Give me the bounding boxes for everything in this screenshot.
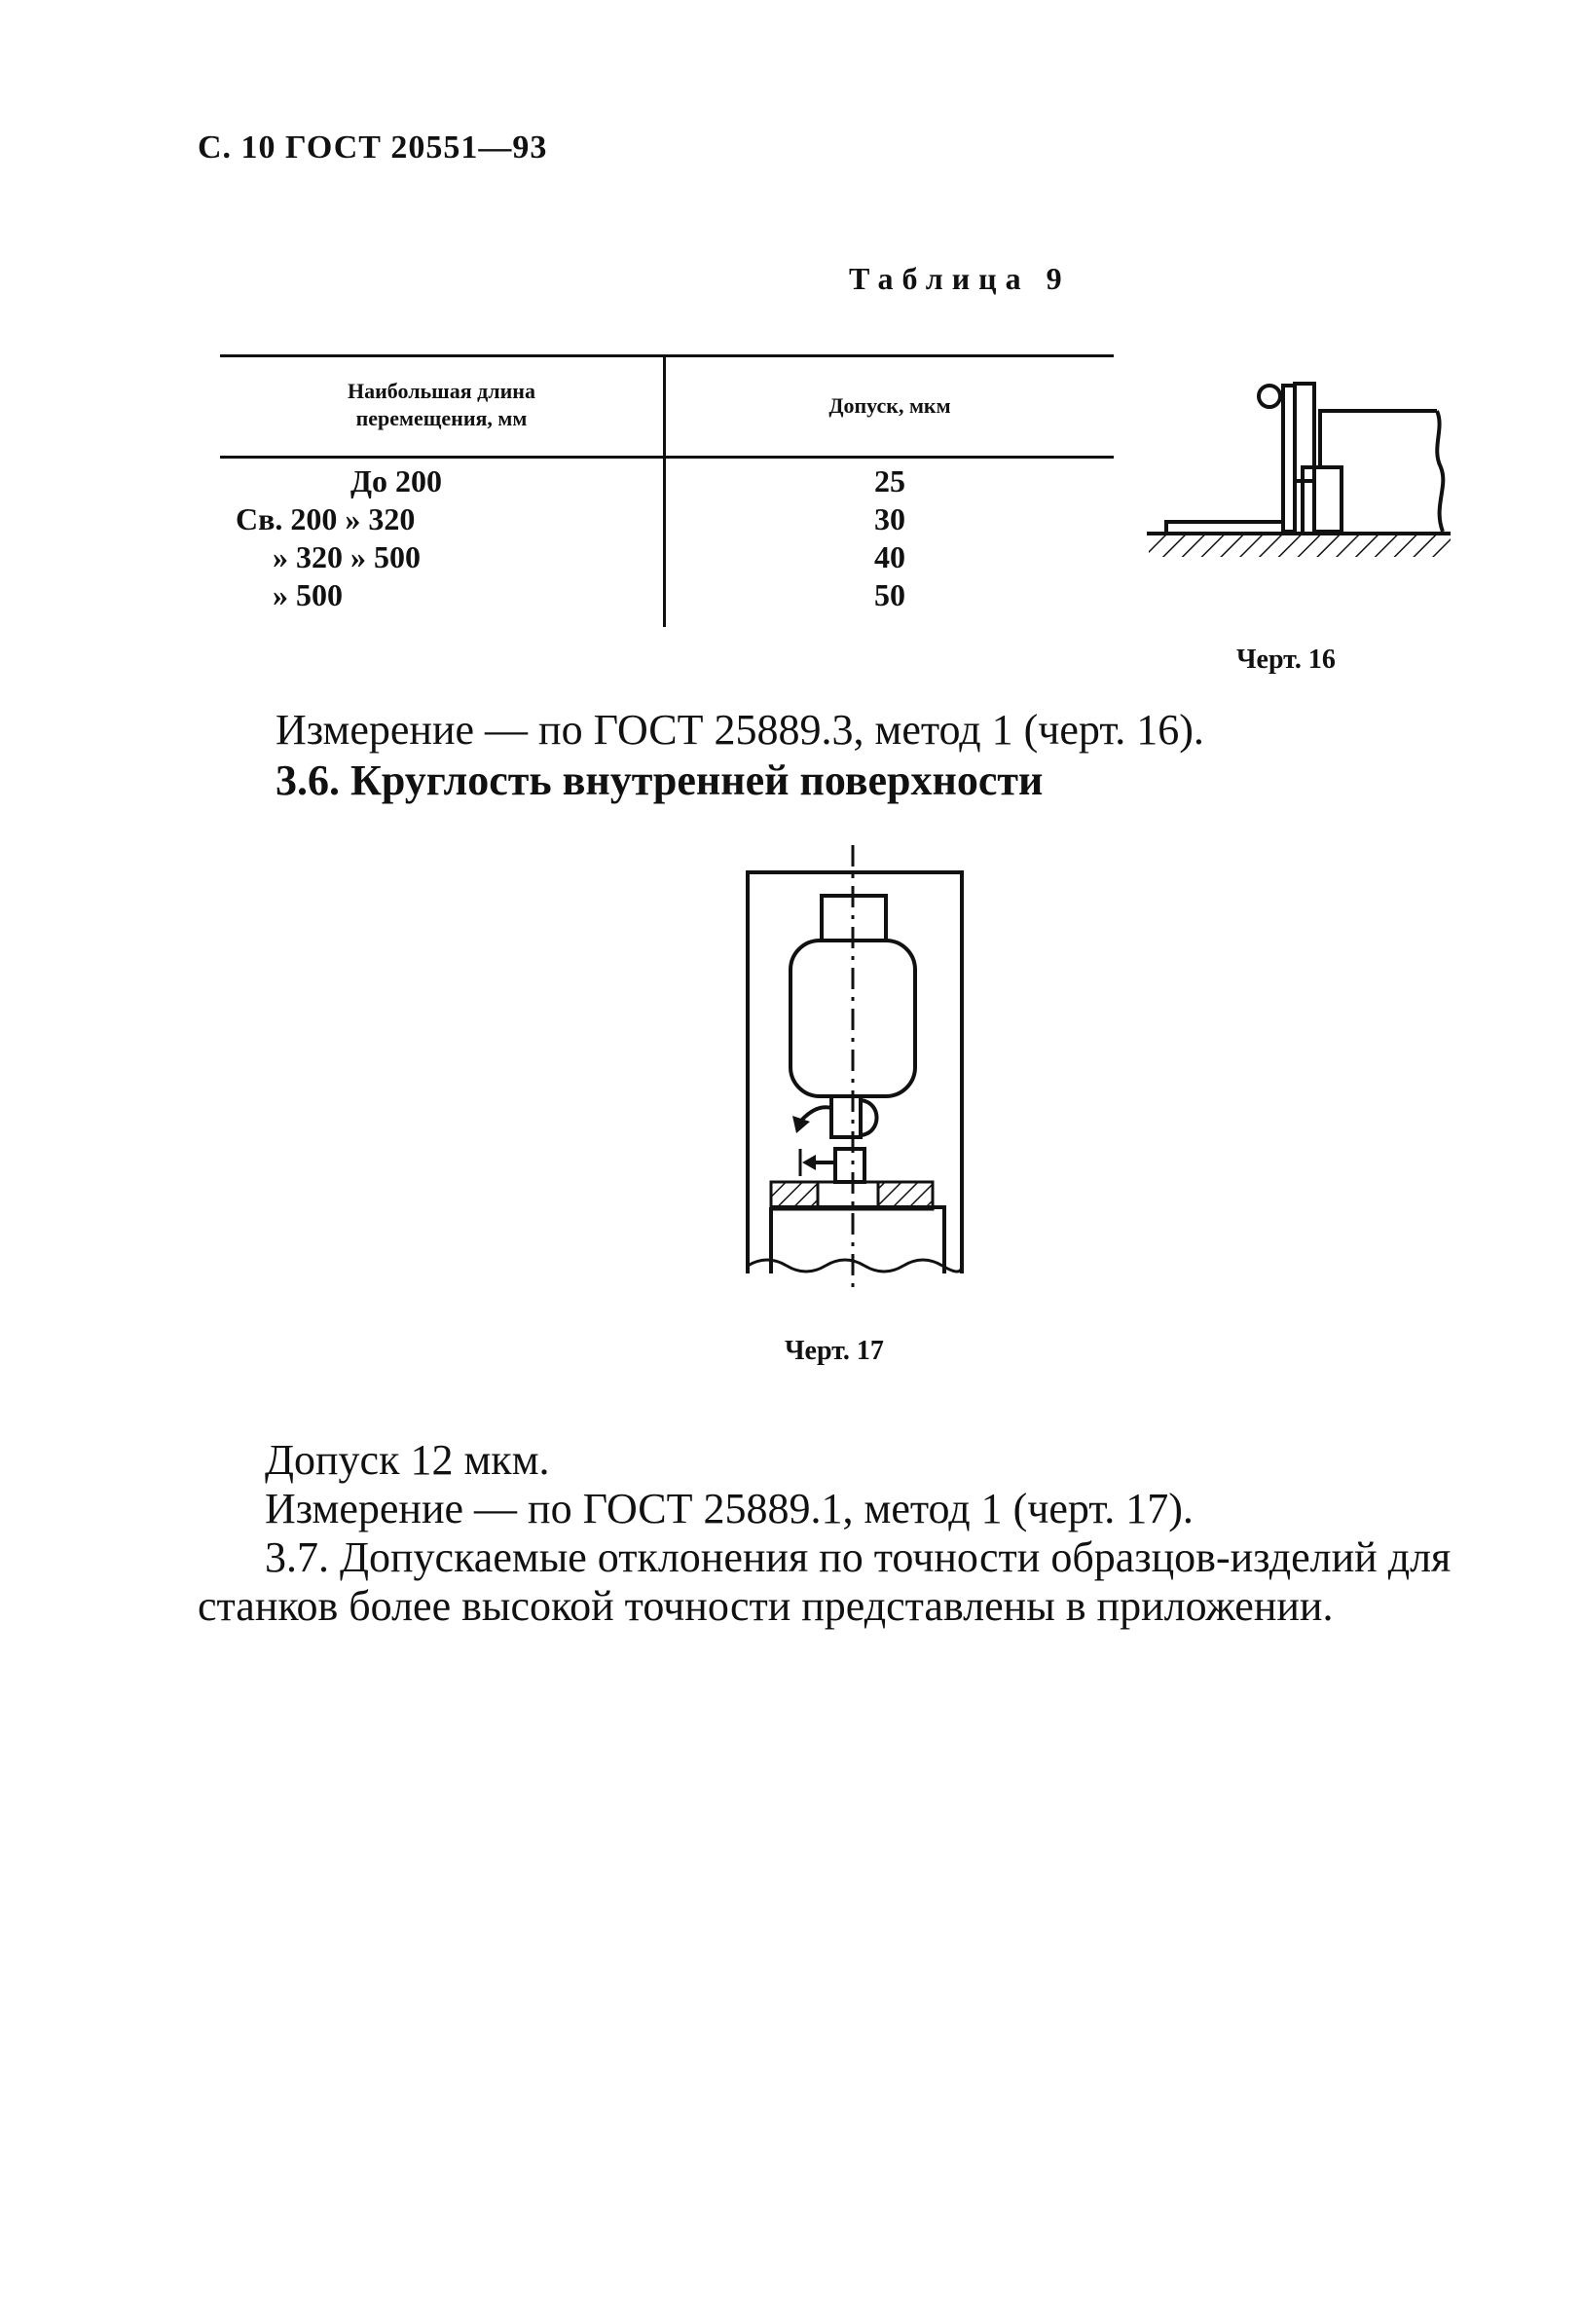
measurement-note-1: Измерение — по ГОСТ 25889.3, метод 1 (че… bbox=[276, 706, 1204, 754]
figure-17-drawing bbox=[746, 845, 964, 1293]
figure-16-drawing bbox=[1147, 382, 1451, 557]
table-cell-tolerance: 25 bbox=[874, 463, 905, 498]
table-title: Таблица 9 bbox=[849, 261, 1071, 296]
table-top-rule bbox=[220, 354, 1114, 357]
section-3-6-heading: 3.6. Круглость внутренней поверхности bbox=[276, 756, 1044, 804]
col-header-length: Наибольшая длина перемещения, мм bbox=[220, 378, 663, 432]
table-cell-length: До 200 bbox=[350, 463, 443, 498]
table-cell-tolerance: 30 bbox=[874, 501, 905, 536]
section-3-7-line2: станков более высокой точности представл… bbox=[198, 1582, 1334, 1630]
table-cell-length: » 500 bbox=[273, 577, 343, 612]
table-cell-length: Св. 200 » 320 bbox=[236, 501, 416, 536]
figure-17-caption: Черт. 17 bbox=[785, 1336, 884, 1366]
page-header: С. 10 ГОСТ 20551—93 bbox=[198, 129, 548, 166]
col-header-length-line1: Наибольшая длина bbox=[348, 379, 535, 403]
table-cell-tolerance: 50 bbox=[874, 577, 905, 612]
table-column-divider bbox=[663, 354, 666, 627]
measurement-note-2: Измерение — по ГОСТ 25889.1, метод 1 (че… bbox=[265, 1485, 1194, 1532]
table-cell-tolerance: 40 bbox=[874, 539, 905, 574]
col-header-length-line2: перемещения, мм bbox=[355, 406, 528, 430]
tolerance-note: Допуск 12 мкм. bbox=[265, 1436, 550, 1484]
table-9: Наибольшая длина перемещения, мм Допуск,… bbox=[220, 354, 1114, 627]
table-header-rule bbox=[220, 456, 1114, 459]
col-header-tolerance: Допуск, мкм bbox=[828, 393, 951, 418]
section-3-7-line1: 3.7. Допускаемые отклонения по точности … bbox=[265, 1533, 1452, 1581]
table-cell-length: » 320 » 500 bbox=[273, 539, 421, 574]
figure-16-caption: Черт. 16 bbox=[1236, 645, 1336, 675]
